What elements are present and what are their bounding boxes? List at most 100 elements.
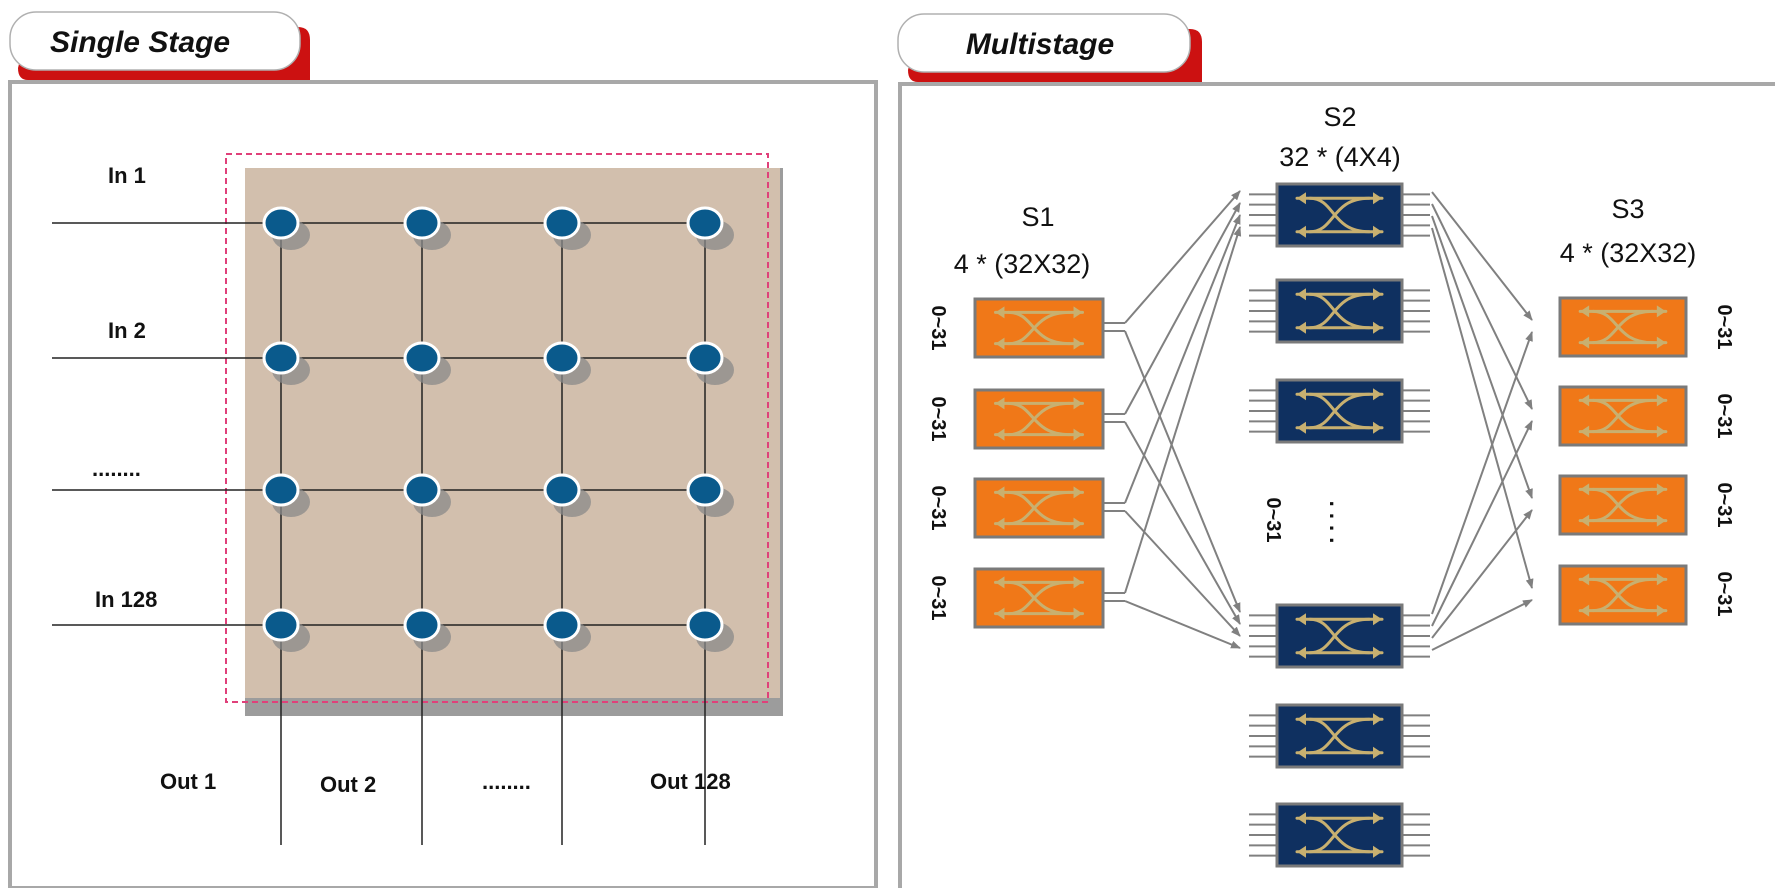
s3-switch xyxy=(1558,296,1688,358)
crosspoint xyxy=(403,473,451,517)
crosspoint-dot xyxy=(262,608,300,642)
interstage-link xyxy=(1124,190,1241,324)
switch-body xyxy=(1558,474,1688,536)
arrowhead-icon xyxy=(1580,305,1590,318)
switch-cross-icon xyxy=(1578,309,1668,345)
arrowhead-icon xyxy=(1580,604,1590,617)
arrowhead-icon xyxy=(1073,517,1083,530)
switch-body xyxy=(1275,182,1404,248)
cross-curve xyxy=(1308,717,1371,755)
s3-subtitle: 4 * (32X32) xyxy=(1560,238,1697,268)
arrowhead-icon xyxy=(1297,646,1306,659)
s1-switch xyxy=(973,388,1105,450)
input-label: In 128 xyxy=(95,587,157,612)
crosspoint-dot xyxy=(262,473,300,507)
interstage-link xyxy=(1431,191,1533,321)
port-range-label: 0~31 xyxy=(1713,393,1735,438)
crosspoint-dot xyxy=(262,341,300,375)
vertical-ellipsis: . . . . xyxy=(1325,501,1350,544)
crosspoint-dot xyxy=(403,608,441,642)
arrowhead-icon xyxy=(1373,646,1382,659)
s2-title: S2 xyxy=(1323,102,1356,132)
arrowhead-icon xyxy=(995,306,1005,319)
output-label: Out 2 xyxy=(320,772,376,797)
crosspoints xyxy=(262,206,734,652)
crosspoint-dot xyxy=(543,206,581,240)
crosspoint xyxy=(543,206,591,250)
interstage-link xyxy=(1431,331,1533,615)
switch-body xyxy=(1275,603,1404,669)
crosspoint-dot xyxy=(686,473,724,507)
arrowhead-icon xyxy=(1373,613,1382,626)
crosspoint xyxy=(403,206,451,250)
arrowhead-icon xyxy=(1656,604,1666,617)
crossbar-matrix xyxy=(52,153,783,845)
single-stage-tab: Single Stage xyxy=(9,11,310,80)
arrowhead-icon xyxy=(1297,713,1306,726)
arrowhead-icon xyxy=(995,607,1005,620)
arrowhead-icon xyxy=(1580,514,1590,527)
arrowhead-icon xyxy=(1297,225,1306,238)
switch-body xyxy=(1275,802,1404,868)
crossbar-dashed-outline xyxy=(225,153,769,703)
cross-curve xyxy=(1007,580,1071,616)
arrowhead-icon xyxy=(1297,288,1306,301)
interstage-links xyxy=(1103,190,1534,651)
s2-switch xyxy=(1249,603,1430,669)
port-range-label: 0~31 xyxy=(927,575,949,620)
s3-switch xyxy=(1558,564,1688,626)
switch-body xyxy=(1558,385,1688,447)
arrowhead-icon xyxy=(1580,483,1590,496)
arrowhead-icon xyxy=(1297,812,1306,825)
crosspoint xyxy=(403,608,451,652)
switch-cross-icon xyxy=(1578,577,1668,613)
port-range-label: 0~31 xyxy=(1713,482,1735,527)
port-range-label: 0~31 xyxy=(927,305,949,350)
crosspoint-dot xyxy=(403,206,441,240)
interstage-link xyxy=(1124,202,1241,415)
cross-curve xyxy=(1591,487,1655,523)
arrowhead-icon xyxy=(995,576,1005,589)
interstage-link xyxy=(1431,203,1533,410)
multistage-panel: Multistage S1 4 * (32X32) S2 32 * (4X4) … xyxy=(897,13,1775,888)
arrowhead-icon xyxy=(1656,394,1666,407)
switch-cross-icon xyxy=(993,310,1085,346)
switch-body xyxy=(1558,296,1688,358)
crosspoint-dot xyxy=(543,608,581,642)
s2-switch xyxy=(1249,278,1430,344)
arrowhead-icon xyxy=(1656,336,1666,349)
port-range-label: 0~31 xyxy=(927,485,949,530)
switch-cross-icon xyxy=(1295,392,1384,430)
arrowhead-icon xyxy=(1656,573,1666,586)
multistage-tab: Multistage xyxy=(897,13,1202,82)
switch-body xyxy=(973,567,1105,629)
arrowhead-icon xyxy=(1373,388,1382,401)
crosspoint-dot xyxy=(543,341,581,375)
s1-switch xyxy=(973,297,1105,359)
multistage-tab-label: Multistage xyxy=(966,28,1114,61)
switch-cross-icon xyxy=(993,490,1085,526)
arrowhead-icon xyxy=(995,397,1005,410)
arrowhead-icon xyxy=(1297,845,1306,858)
input-label: In 1 xyxy=(108,163,146,188)
arrowhead-icon xyxy=(995,428,1005,441)
interstage-link xyxy=(1124,226,1242,594)
crosspoint-dot xyxy=(543,473,581,507)
s1-switch xyxy=(973,567,1105,629)
crosspoint xyxy=(262,341,310,385)
port-range-label: 0~31 xyxy=(1713,304,1735,349)
arrowhead-icon xyxy=(1373,421,1382,434)
switch-body xyxy=(973,388,1105,450)
cross-curve xyxy=(1308,196,1371,234)
output-label: ........ xyxy=(482,769,531,794)
crosspoint xyxy=(543,473,591,517)
switch-body xyxy=(1275,278,1404,344)
arrowhead-icon xyxy=(1373,713,1382,726)
cross-curve xyxy=(1308,617,1371,655)
input-label: In 2 xyxy=(108,318,146,343)
arrowhead-icon xyxy=(1656,483,1666,496)
arrowhead-icon xyxy=(995,486,1005,499)
arrowhead-icon xyxy=(1580,425,1590,438)
switch-cross-icon xyxy=(993,580,1085,616)
